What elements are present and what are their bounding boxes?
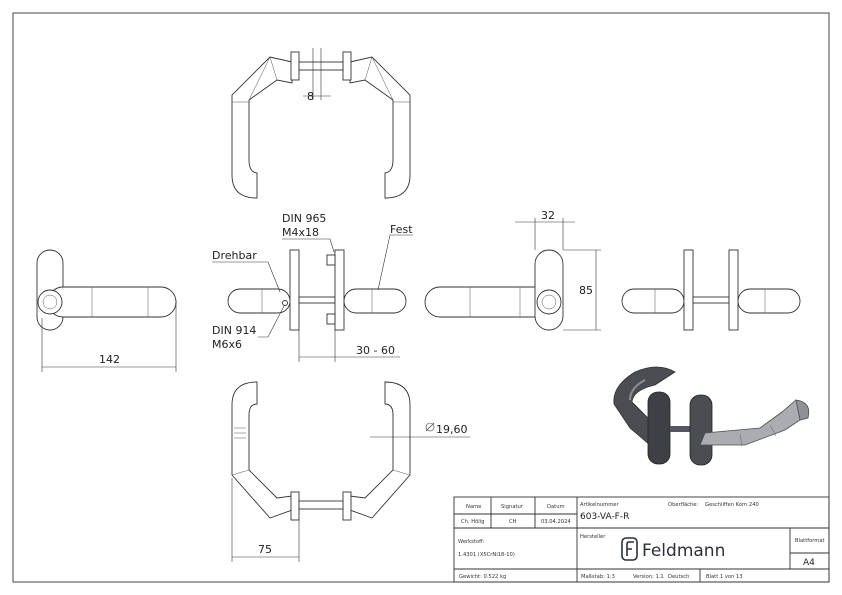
tb-artikel-label: Artikelnummer xyxy=(580,502,619,508)
render-left-rose xyxy=(647,391,671,465)
grub-screw xyxy=(282,300,288,306)
bottom-view-left-handle xyxy=(231,381,293,519)
dimension-8: 8 xyxy=(307,90,314,103)
tb-datum-value: 03.04.2024 xyxy=(541,519,571,525)
handle-neck-right xyxy=(536,289,562,315)
dimension-142: 142 xyxy=(99,353,120,366)
handle-bar-left xyxy=(47,286,177,318)
dimension-85: 85 xyxy=(579,284,593,297)
tb-signatur-value: CH xyxy=(509,519,517,525)
tb-oberflaeche-label: Oberfläche: xyxy=(668,502,698,508)
handle-neck-left xyxy=(37,289,63,315)
logo-letter-f xyxy=(626,541,634,556)
bottom-view-right-handle xyxy=(349,381,411,519)
callout-fest: Fest xyxy=(390,223,413,236)
tb-werkstoff-label: Werkstoff: xyxy=(458,539,485,545)
handle-neck-right-inner xyxy=(541,294,557,310)
section-right-handle xyxy=(343,288,407,314)
section-screw-bottom xyxy=(326,313,336,325)
feldmann-logo-icon xyxy=(621,537,638,561)
bottom-right-seam xyxy=(392,469,411,476)
top-view-left-seam-3 xyxy=(269,56,278,81)
callout-din965: DIN 965 xyxy=(282,212,326,225)
tb-hersteller-label: Hersteller xyxy=(580,534,606,540)
dimension-32: 32 xyxy=(541,209,555,222)
top-view: 8 xyxy=(231,48,411,199)
tb-version: Version: 1.1 xyxy=(633,574,664,580)
title-block-frame xyxy=(453,496,830,583)
render-seam-1 xyxy=(739,433,743,447)
front-view-right xyxy=(621,249,801,331)
tb-blattformat-label: Blattformat xyxy=(795,538,825,544)
top-view-left-seam-2 xyxy=(248,56,271,101)
bottom-left-seam xyxy=(231,469,250,476)
render-spindle xyxy=(670,426,696,432)
section-right-rose xyxy=(334,249,345,331)
leader-fest xyxy=(377,234,413,291)
front-right-handle xyxy=(737,288,801,314)
handle-neck-left-inner xyxy=(42,294,58,310)
top-view-right-seam-2 xyxy=(371,56,394,101)
render-left-highlight xyxy=(629,379,646,401)
section-view-center: DIN 965 M4x18 Fest Drehbar DIN 914 M6x6 … xyxy=(212,212,413,362)
bottom-view-left-rose xyxy=(290,491,300,521)
tb-werkstoff-value: 1.4301 (X5CrNi18-10) xyxy=(458,552,515,558)
render-left-handle xyxy=(613,366,676,446)
bottom-view: 75 19,60 xyxy=(231,381,470,562)
top-view-left-rose xyxy=(290,51,300,81)
leader-drehbar xyxy=(212,261,281,293)
tb-oberflaeche-value: Geschliffen Korn 240 xyxy=(705,502,759,508)
section-left-handle xyxy=(227,288,291,314)
bottom-view-right-rose xyxy=(342,491,352,521)
front-left-rose xyxy=(683,249,694,331)
title-block: Name Signatur Datum Ch. Hölig CH 03.04.2… xyxy=(453,496,830,583)
tb-blattformat-value: A4 xyxy=(803,558,815,568)
diameter-symbol-slash xyxy=(425,422,435,432)
callout-m6x6: M6x6 xyxy=(212,338,242,351)
tb-massstab: Maßstab: 1:3 xyxy=(581,574,615,580)
side-view-left: 142 xyxy=(36,249,177,372)
render-seam-2 xyxy=(769,424,777,437)
tb-artikel-value: 603-VA-F-R xyxy=(580,512,629,522)
tb-gewicht: Gewicht: 0.522 kg xyxy=(459,574,506,580)
top-view-right-seam-3 xyxy=(364,56,373,81)
dimension-diameter: 19,60 xyxy=(436,423,468,436)
callout-drehbar: Drehbar xyxy=(212,249,257,262)
diameter-symbol-circle xyxy=(425,422,435,432)
handle-bar-right xyxy=(424,286,554,318)
tb-name-value: Ch. Hölig xyxy=(461,519,484,525)
front-spindle xyxy=(692,296,730,304)
logo-frame xyxy=(621,537,638,561)
callout-m4x18: M4x18 xyxy=(282,226,319,239)
tb-sprache: Deutsch xyxy=(668,574,689,580)
callout-din914: DIN 914 xyxy=(212,324,256,337)
top-view-right-handle xyxy=(349,56,411,199)
front-right-rose xyxy=(728,249,739,331)
side-view-right: 32 85 xyxy=(424,209,601,331)
leader-din965 xyxy=(282,238,335,253)
front-left-handle xyxy=(621,288,685,314)
top-view-right-rose xyxy=(342,51,352,81)
section-left-rose xyxy=(289,249,300,331)
dimension-30-60: 30 - 60 xyxy=(356,344,395,357)
tb-name-label: Name xyxy=(466,504,481,510)
sheet-border xyxy=(12,12,830,583)
render-right-rose xyxy=(689,394,713,466)
dimension-75: 75 xyxy=(258,543,272,556)
top-view-left-handle xyxy=(231,56,293,199)
tb-signatur-label: Signatur xyxy=(501,504,524,510)
section-spindle xyxy=(298,296,336,304)
section-screw-top xyxy=(326,254,336,266)
tb-blatt: Blatt 1 von 13 xyxy=(706,574,743,580)
tb-datum-label: Datum xyxy=(547,504,565,510)
tb-brand: Feldmann xyxy=(642,541,725,561)
render-right-handle xyxy=(699,399,804,446)
isometric-render xyxy=(613,366,810,466)
render-right-handle-end xyxy=(795,399,810,421)
leader-din914 xyxy=(258,305,285,338)
bottom-view-spindle xyxy=(298,500,344,510)
